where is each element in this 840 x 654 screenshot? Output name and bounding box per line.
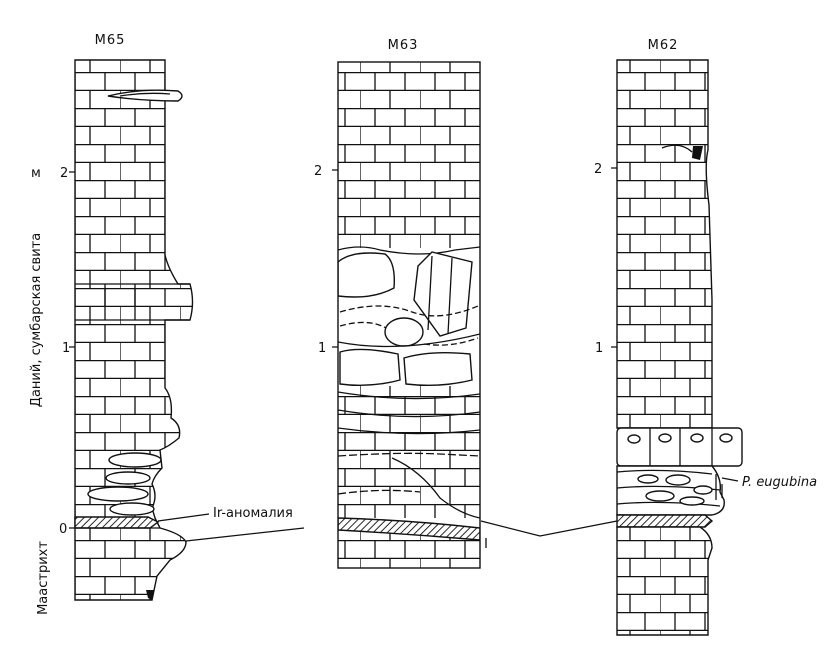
maastrichtian-label: Маастрихт <box>36 541 51 615</box>
burrow-m62 <box>661 144 693 153</box>
discontinuity-m63 <box>338 452 480 457</box>
ir-clay-layer-m63 <box>338 517 480 541</box>
nodule-m62 <box>637 474 659 484</box>
nodular-top-m63 <box>338 246 480 255</box>
nodule-m63 <box>339 348 401 387</box>
dark-feature-m62 <box>692 146 703 160</box>
fossil-m62 <box>719 433 733 443</box>
nodule-m62 <box>679 496 705 506</box>
column-m63-title: М63 <box>388 38 419 53</box>
limestone-upper-m62 <box>616 59 713 429</box>
limestone-lower-m62 <box>616 526 713 636</box>
nodule-m65 <box>105 471 151 485</box>
correlation-line <box>480 520 618 537</box>
scale-m62-2: 2 <box>594 162 602 177</box>
bed-boundary-m65 <box>75 283 190 321</box>
column-m65-title: М65 <box>95 33 126 48</box>
scale-ticks-m62 <box>611 167 617 348</box>
ir-clay-layer-m62 <box>616 514 714 528</box>
limestone-middle-m63 <box>338 386 480 518</box>
wavy-lamina-m63 <box>339 321 479 346</box>
column-m62-title: М62 <box>648 38 679 53</box>
ir-anomaly-annotation: Ir-аномалия <box>157 506 618 542</box>
m63-beds <box>338 62 480 568</box>
scale-m62-1: 1 <box>595 341 603 356</box>
lens-m65 <box>107 89 183 102</box>
scale-m63-1: 1 <box>318 341 326 356</box>
ir-clay-layer-m65 <box>74 516 160 529</box>
nodule-m62 <box>665 474 691 486</box>
curved-bed-m63 <box>338 391 480 435</box>
nodule-m63 <box>338 252 395 298</box>
nodule-m63 <box>403 351 473 387</box>
nodule-m65 <box>108 452 162 468</box>
wavy-lamina-m63 <box>339 305 479 317</box>
axis-unit-label: м <box>31 166 41 181</box>
frame-m63 <box>337 61 481 569</box>
dark-feature-m65 <box>146 590 154 600</box>
wedge-m63 <box>391 457 480 519</box>
limestone-column-m65 <box>74 59 194 601</box>
ir-anomaly-label: Ir-аномалия <box>213 506 293 521</box>
scale-m65-2: 2 <box>60 166 68 181</box>
column-m65: М65 2 1 0 <box>59 33 194 601</box>
p-eugubina-label: P. eugubina <box>742 475 817 490</box>
scale-m65-1: 1 <box>62 341 70 356</box>
block-joints-m62 <box>649 428 713 466</box>
nodule-m62 <box>693 485 713 495</box>
column-m63: М63 2 1 <box>314 38 487 569</box>
scale-m65-0: 0 <box>59 522 67 537</box>
column-m62: М62 2 1 <box>594 38 743 636</box>
nodule-m65 <box>109 502 155 516</box>
scale-ticks-m63 <box>332 169 338 348</box>
ir-anomaly-leader <box>157 513 210 522</box>
lens-inner-m65 <box>119 92 171 97</box>
scale-m63-2: 2 <box>314 164 322 179</box>
fossil-m62 <box>627 434 641 444</box>
p-eugubina-leader <box>715 474 739 500</box>
nodule-m62 <box>645 490 675 502</box>
danian-formation-label: Даний, сумбарская свита <box>29 233 44 407</box>
scale-ticks-m65 <box>69 171 75 529</box>
fossil-m62 <box>690 433 704 443</box>
ir-anomaly-leader <box>185 527 305 542</box>
nodule-m63 <box>384 317 424 347</box>
limestone-upper-m63 <box>338 62 480 252</box>
p-eugubina-annotation: P. eugubina <box>715 474 817 500</box>
lamina-m63 <box>338 333 480 348</box>
nodule-inner-m63 <box>427 255 453 335</box>
fossil-m62 <box>658 433 672 443</box>
nodule-m65 <box>87 486 149 502</box>
